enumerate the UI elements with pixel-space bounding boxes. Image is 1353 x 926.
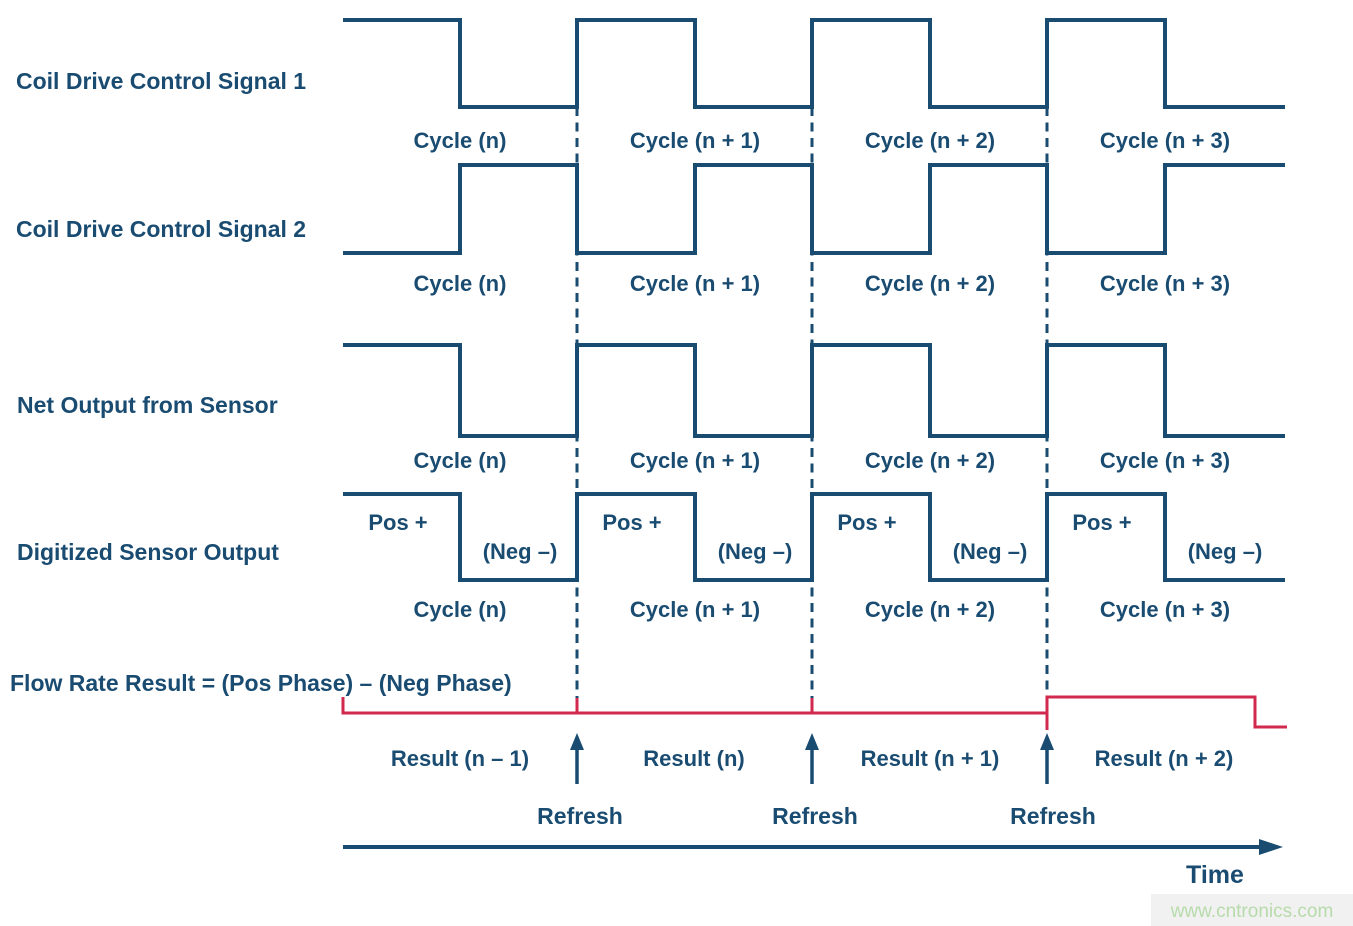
cycle-label: Cycle (n + 3) <box>1100 597 1230 622</box>
refresh-arrow <box>570 733 584 784</box>
cycle-label: Cycle (n + 2) <box>865 271 995 296</box>
result-label: Result (n) <box>643 746 744 771</box>
digitized-output-label: Digitized Sensor Output <box>17 539 279 565</box>
refresh-arrow <box>1040 733 1054 784</box>
neg-phase-label: (Neg –) <box>483 539 558 564</box>
signal2-label: Coil Drive Control Signal 2 <box>16 216 306 242</box>
cycle-label: Cycle (n) <box>414 597 507 622</box>
digitized-output-waveform <box>343 492 1285 582</box>
refresh-arrow <box>805 733 819 784</box>
cycle-label: Cycle (n + 2) <box>865 448 995 473</box>
pos-phase-label: Pos + <box>837 510 896 535</box>
time-axis-arrowhead <box>1259 839 1283 855</box>
result-label: Result (n + 2) <box>1095 746 1234 771</box>
signal1-label: Coil Drive Control Signal 1 <box>16 68 306 94</box>
flow-rate-result-line <box>341 695 1287 730</box>
signal2-waveform <box>343 163 1285 255</box>
cycle-label: Cycle (n + 3) <box>1100 448 1230 473</box>
refresh-label: Refresh <box>537 803 623 829</box>
cycle-label: Cycle (n + 1) <box>630 597 760 622</box>
refresh-arrowhead <box>1040 733 1054 750</box>
net-output-waveform <box>343 343 1285 438</box>
result-label: Result (n – 1) <box>391 746 529 771</box>
cycle-label: Cycle (n + 1) <box>630 271 760 296</box>
cycle-label: Cycle (n) <box>414 128 507 153</box>
net-output-label: Net Output from Sensor <box>17 392 278 418</box>
watermark: www.cntronics.com <box>1170 901 1334 922</box>
cycle-label: Cycle (n + 3) <box>1100 271 1230 296</box>
refresh-label: Refresh <box>1010 803 1096 829</box>
pos-phase-label: Pos + <box>368 510 427 535</box>
signal1-waveform <box>343 18 1285 109</box>
neg-phase-label: (Neg –) <box>718 539 793 564</box>
time-axis <box>343 839 1283 855</box>
refresh-arrowhead <box>805 733 819 750</box>
cycle-label: Cycle (n + 3) <box>1100 128 1230 153</box>
cycle-label: Cycle (n) <box>414 448 507 473</box>
pos-phase-label: Pos + <box>1072 510 1131 535</box>
watermark-background <box>1151 894 1353 926</box>
cycle-label: Cycle (n + 1) <box>630 128 760 153</box>
refresh-label: Refresh <box>772 803 858 829</box>
pos-phase-label: Pos + <box>602 510 661 535</box>
cycle-label: Cycle (n + 2) <box>865 128 995 153</box>
flow-result-label: Flow Rate Result = (Pos Phase) – (Neg Ph… <box>10 670 512 696</box>
neg-phase-label: (Neg –) <box>1188 539 1263 564</box>
neg-phase-label: (Neg –) <box>953 539 1028 564</box>
cycle-label: Cycle (n + 1) <box>630 448 760 473</box>
result-label: Result (n + 1) <box>861 746 1000 771</box>
cycle-label: Cycle (n) <box>414 271 507 296</box>
refresh-arrowhead <box>570 733 584 750</box>
time-label: Time <box>1186 861 1244 889</box>
cycle-label: Cycle (n + 2) <box>865 597 995 622</box>
